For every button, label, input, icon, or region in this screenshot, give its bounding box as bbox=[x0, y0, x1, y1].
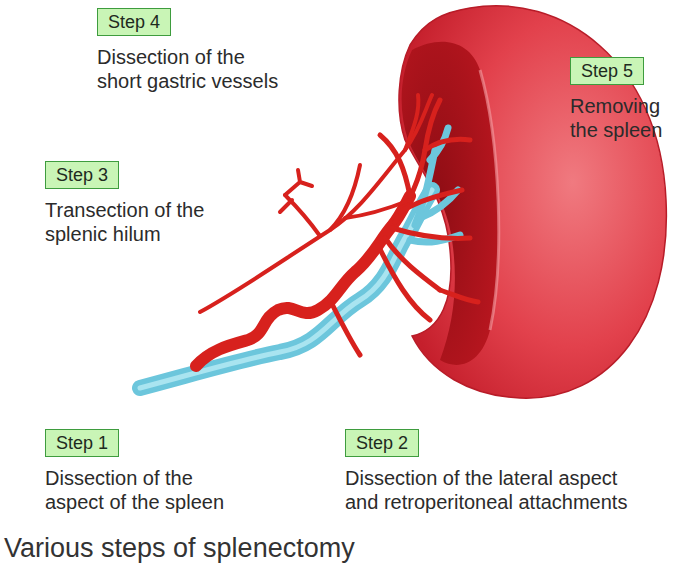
step-label: Step 1 bbox=[45, 429, 119, 457]
step-label: Step 3 bbox=[45, 161, 119, 189]
step-group: Step 3 Transection of the splenic hilum bbox=[45, 161, 235, 246]
step-group: Step 5 Removing the spleen bbox=[570, 57, 680, 142]
step-label: Step 4 bbox=[97, 8, 171, 36]
step-description: Removing the spleen bbox=[570, 94, 680, 142]
step-label: Step 2 bbox=[345, 429, 419, 457]
step-label: Step 5 bbox=[570, 57, 644, 85]
figure-caption: Various steps of splenectomy bbox=[4, 532, 355, 564]
step-description: Dissection of the aspect of the spleen bbox=[45, 466, 240, 514]
spleen-body bbox=[399, 6, 666, 398]
step-description: Dissection of the lateral aspect and ret… bbox=[345, 466, 645, 514]
splenic-artery bbox=[196, 196, 410, 366]
artery-branches bbox=[330, 100, 478, 355]
short-gastric-vessels bbox=[200, 95, 432, 312]
spleen-rim-highlight bbox=[480, 70, 499, 330]
step-group: Step 4 Dissection of the short gastric ve… bbox=[97, 8, 287, 93]
step-group: Step 1 Dissection of the aspect of the sp… bbox=[45, 429, 240, 514]
step-description: Transection of the splenic hilum bbox=[45, 198, 235, 246]
step-group: Step 2 Dissection of the lateral aspect a… bbox=[345, 429, 645, 514]
step-description: Dissection of the short gastric vessels bbox=[97, 45, 287, 93]
